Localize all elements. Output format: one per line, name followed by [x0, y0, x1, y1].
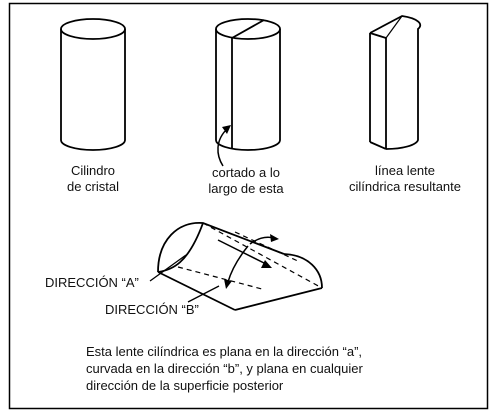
cut-label-line1: cortado a lo: [212, 165, 280, 180]
direction-arrows: [217, 234, 279, 289]
direction-b-label: DIRECCIÓN “B”: [105, 302, 199, 317]
cylinder-label: Cilindro de cristal: [58, 163, 128, 195]
cylinder-label-line1: Cilindro: [70, 163, 116, 178]
cut-cylinder: [215, 18, 281, 151]
label-pointers: [149, 254, 220, 303]
result-label-line2: cilíndrica resultante: [349, 179, 461, 194]
caption-line-3: dirección de la superficie posterior: [86, 378, 284, 393]
cut-pointer-arrow: [217, 125, 231, 167]
caption-line-1: Esta lente cilíndrica es plana en la dir…: [86, 344, 363, 359]
glass-cylinder: [60, 18, 126, 151]
caption-line-2: curvada en la dirección “b”, y plana en …: [86, 361, 363, 376]
lying-lens: [157, 222, 323, 311]
figure-border: [8, 2, 489, 410]
half-cylinder-lens: [369, 15, 422, 150]
figure-caption: Esta lente cilíndrica es plana en la dir…: [86, 343, 486, 394]
result-label: línea lente cilíndrica resultante: [335, 163, 475, 195]
cylinder-label-line2: de cristal: [66, 179, 120, 194]
half-cylinder-edge: [385, 15, 403, 39]
cut-label-line2: largo de esta: [208, 181, 284, 196]
hidden-edges: [177, 222, 323, 290]
cut-label: cortado a lo largo de esta: [198, 165, 294, 197]
result-label-line1: línea lente: [375, 163, 435, 178]
direction-a-label: DIRECCIÓN “A”: [45, 275, 139, 290]
